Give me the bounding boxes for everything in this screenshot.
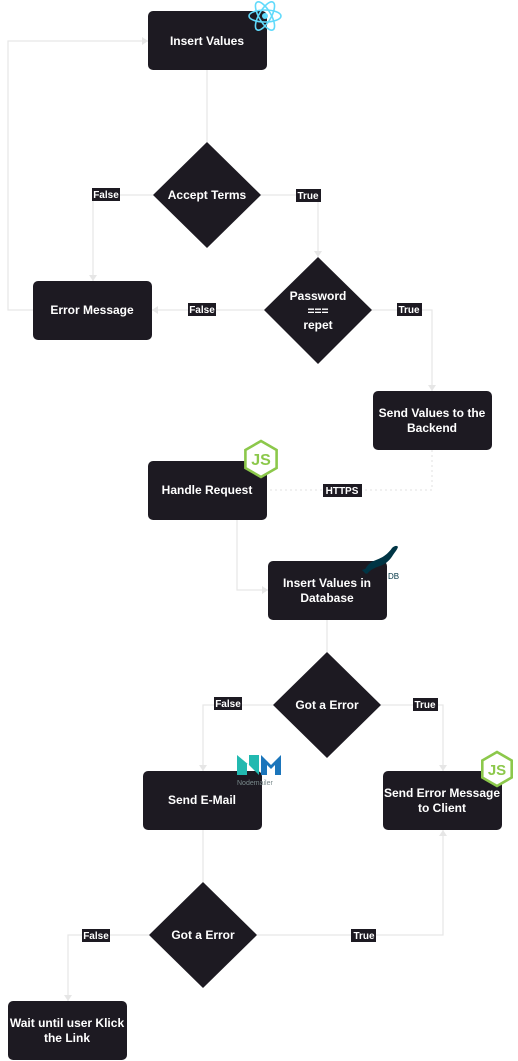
node-wait-user[interactable]: Wait until user Klick the Link bbox=[8, 1001, 127, 1060]
node-send-values[interactable]: Send Values to the Backend bbox=[373, 391, 492, 450]
node-accept-terms[interactable]: Accept Terms bbox=[153, 142, 261, 248]
label-password-false: False bbox=[189, 305, 215, 316]
arrowhead bbox=[199, 765, 207, 771]
node-wait-line2: the Link bbox=[44, 1031, 90, 1045]
edge-handle-to-db bbox=[236, 520, 268, 591]
label-error1-true: True bbox=[414, 700, 436, 711]
label-accept-false: False bbox=[93, 190, 119, 201]
arrowhead bbox=[314, 251, 322, 257]
nodejs-icon: JS bbox=[244, 439, 278, 479]
node-password-line1: Password bbox=[290, 289, 347, 303]
label-accept-true: True bbox=[297, 191, 319, 202]
node-send-email[interactable]: Send E-Mail bbox=[143, 771, 262, 830]
node-password-check[interactable]: Password === repet bbox=[264, 257, 372, 364]
nodemailer-text: Nodemailer bbox=[237, 780, 273, 787]
edges bbox=[7, 37, 447, 1001]
edge-labels: False True False True HTTPS False True F… bbox=[82, 188, 438, 942]
react-icon bbox=[248, 1, 282, 31]
edge-error1-false bbox=[202, 704, 273, 771]
node-error-message-label: Error Message bbox=[50, 303, 134, 317]
svg-text:JS: JS bbox=[251, 452, 271, 469]
node-handle-request-label: Handle Request bbox=[162, 483, 253, 497]
label-error1-false: False bbox=[215, 699, 241, 710]
node-handle-request[interactable]: Handle Request bbox=[148, 461, 267, 520]
node-send-error[interactable]: Send Error Message to Client bbox=[383, 771, 502, 830]
edge-accept-true bbox=[261, 194, 319, 257]
node-send-values-line2: Backend bbox=[407, 421, 457, 435]
node-insert-database[interactable]: Insert Values in Database bbox=[268, 561, 387, 620]
edge-password-true bbox=[372, 309, 433, 391]
node-got-error-1[interactable]: Got a Error bbox=[273, 652, 381, 758]
node-error-message[interactable]: Error Message bbox=[33, 281, 152, 340]
arrowhead bbox=[64, 995, 72, 1001]
node-accept-terms-label: Accept Terms bbox=[168, 188, 247, 202]
arrowhead bbox=[428, 385, 436, 391]
node-password-line2: === bbox=[307, 304, 328, 318]
arrowhead bbox=[152, 306, 158, 314]
edge-error1-true bbox=[381, 704, 444, 771]
node-send-error-line2: to Client bbox=[418, 801, 466, 815]
node-got-error-2[interactable]: Got a Error bbox=[149, 882, 257, 988]
mariadb-icon: DB bbox=[362, 545, 399, 581]
node-insert-values-label: Insert Values bbox=[170, 34, 244, 48]
label-https: HTTPS bbox=[326, 486, 359, 497]
node-insert-db-line2: Database bbox=[300, 591, 354, 605]
nodemailer-icon: Nodemailer bbox=[237, 755, 281, 787]
label-error2-true: True bbox=[353, 931, 375, 942]
arrowhead bbox=[262, 586, 268, 594]
node-wait-line1: Wait until user Klick bbox=[10, 1016, 125, 1030]
edge-error2-false bbox=[67, 934, 149, 1001]
node-password-line3: repet bbox=[303, 318, 332, 332]
node-insert-db-line1: Insert Values in bbox=[283, 576, 371, 590]
node-send-error-line1: Send Error Message bbox=[384, 786, 500, 800]
node-send-email-label: Send E-Mail bbox=[168, 793, 236, 807]
arrowhead bbox=[439, 830, 447, 836]
node-got-error-2-label: Got a Error bbox=[171, 928, 235, 942]
edge-error-loop bbox=[7, 40, 148, 311]
nodejs-icon: JS bbox=[481, 750, 513, 788]
node-send-values-line1: Send Values to the bbox=[379, 406, 486, 420]
node-got-error-1-label: Got a Error bbox=[295, 698, 359, 712]
edge-error2-true bbox=[257, 830, 444, 936]
label-password-true: True bbox=[398, 305, 420, 316]
edge-accept-false bbox=[92, 194, 153, 281]
arrowhead bbox=[439, 765, 447, 771]
arrowhead bbox=[89, 275, 97, 281]
arrowhead bbox=[142, 37, 148, 45]
edge-https bbox=[267, 450, 433, 491]
mariadb-text: DB bbox=[388, 572, 399, 581]
svg-text:JS: JS bbox=[488, 762, 506, 779]
label-error2-false: False bbox=[83, 931, 109, 942]
node-insert-values[interactable]: Insert Values bbox=[148, 11, 267, 70]
